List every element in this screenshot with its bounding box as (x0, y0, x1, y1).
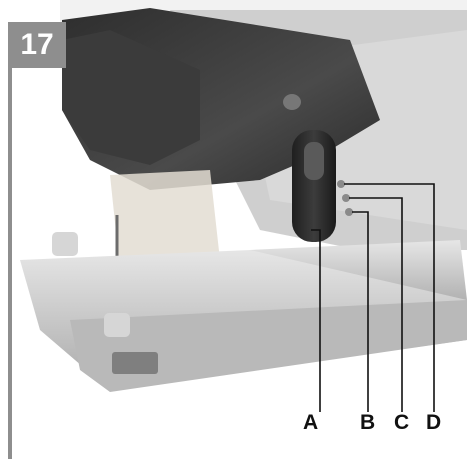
indicator-dot-upper (337, 180, 345, 188)
base-plate-slot (112, 352, 158, 374)
figure-border-rule (8, 68, 12, 459)
callout-line-b (352, 211, 369, 412)
callout-line-d (344, 183, 435, 412)
callout-line-a (311, 229, 321, 412)
lever (292, 130, 336, 242)
knob-rear (52, 232, 78, 256)
callout-label-c: C (394, 411, 410, 434)
knob-front (104, 313, 130, 337)
indicator-dot-lower (345, 208, 353, 216)
callout-line-c (349, 197, 403, 412)
callout-label-b: B (360, 411, 376, 434)
motor-housing-front (62, 30, 200, 165)
callout-label-a: A (303, 411, 319, 434)
screw-icon (283, 94, 301, 110)
lever-slot (304, 142, 324, 180)
indicator-dot-middle (342, 194, 350, 202)
blade-guard (110, 170, 220, 270)
callout-label-d: D (426, 411, 442, 434)
figure-number-badge: 17 (8, 22, 66, 68)
